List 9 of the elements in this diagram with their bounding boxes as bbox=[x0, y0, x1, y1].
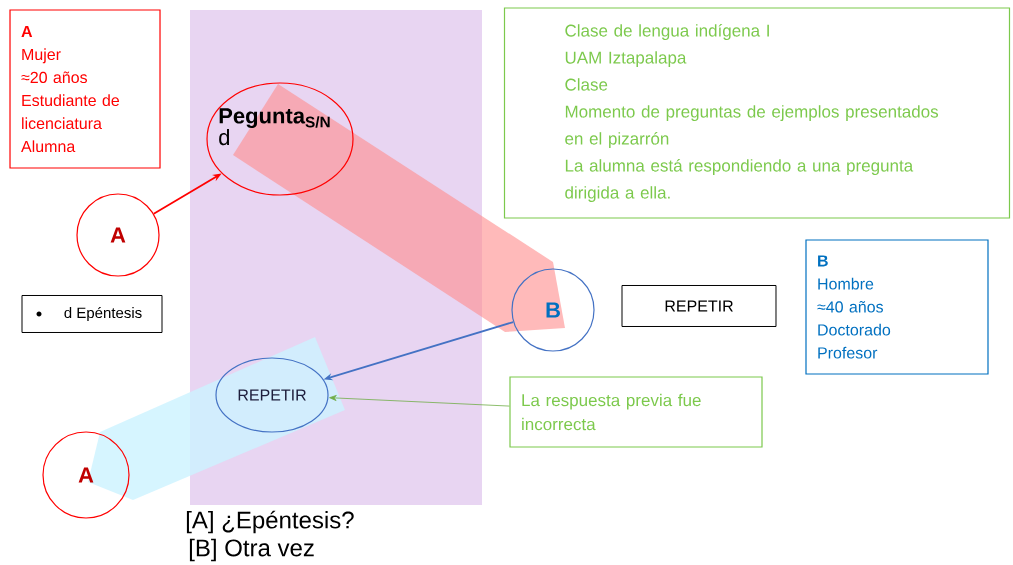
caption-text: [B] Otra vez bbox=[189, 538, 314, 562]
profile-box: A Mujer ≈20 años Estudiante de licenciatura Alumna bbox=[9, 9, 161, 169]
comment-box: La respuesta previa fue incorrecta bbox=[509, 376, 763, 448]
profile-box: B Hombre ≈40 años Doctorado Profesor bbox=[805, 239, 989, 375]
gloss-box: REPETIR bbox=[621, 285, 777, 327]
caption-text: [A] ¿Epéntesis? bbox=[186, 510, 354, 534]
context-box: Clase de lengua indígena I UAM Iztapalapa Clase Momento de preguntas de ejemplos presentados en el pizarrón La alumna está respondiendo a una pregunta dirigida a ella. bbox=[503, 7, 1011, 219]
note-box: d Epéntesis bbox=[21, 295, 163, 333]
arrow bbox=[329, 395, 510, 407]
